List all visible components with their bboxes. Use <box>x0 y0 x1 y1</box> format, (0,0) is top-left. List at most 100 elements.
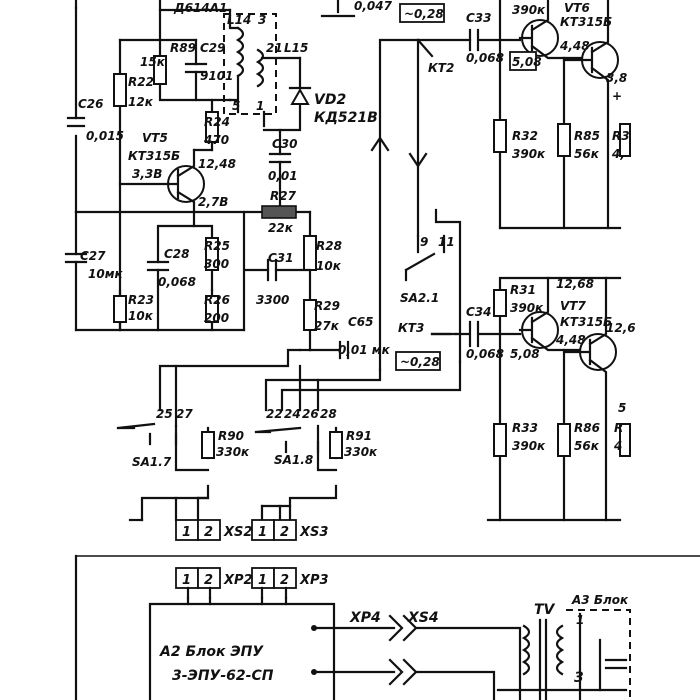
resistor-r90 <box>201 431 215 459</box>
label-r23-value: 10к <box>128 309 154 323</box>
label-pin27: 27 <box>176 407 193 421</box>
label-r90-value: 330к <box>216 445 250 459</box>
wire-bus-28 <box>298 364 320 412</box>
label-xp2: XP2 <box>223 573 253 588</box>
inductor-l14 <box>235 26 245 78</box>
label-l14: L14 <box>227 13 251 27</box>
resistor-r85 <box>557 123 571 157</box>
label-sa18: SA1.8 <box>274 453 313 467</box>
switch-sa17 <box>116 422 156 430</box>
label-vt6-type: КТ315Б <box>560 15 612 29</box>
wire <box>416 234 446 254</box>
label-c34: C34 <box>466 305 492 319</box>
label-c65: C65 <box>348 315 374 329</box>
label-r32-value: 390к <box>512 147 546 161</box>
label-xs2: XS2 <box>223 525 252 540</box>
wire <box>174 496 282 522</box>
label-vd2: VD2 <box>314 92 346 108</box>
label-pin25: 25 <box>156 407 173 421</box>
resistor-r32 <box>493 119 507 153</box>
label-l-pin5: 5 <box>232 99 240 113</box>
label-r3x-value: 4, <box>611 147 625 161</box>
label-r24: R24 <box>204 115 230 129</box>
label-vt5: VT5 <box>142 131 168 145</box>
capacitor-c34 <box>454 320 522 348</box>
label-r23: R23 <box>128 293 154 307</box>
wire <box>414 626 522 700</box>
label-tv-pin3: 3 <box>574 670 584 686</box>
label-r28: R28 <box>316 239 342 253</box>
label-c31-value: 3300 <box>256 293 289 307</box>
label-c26-value: 0,015 <box>86 129 124 143</box>
wire <box>316 424 338 472</box>
label-r32: R32 <box>512 129 538 143</box>
label-vt7-type: КТ315Б <box>560 315 612 329</box>
label-r33: R33 <box>512 421 538 435</box>
label-c65-value: 0,01 мк <box>338 343 391 357</box>
label-c27: C27 <box>80 249 106 263</box>
label-plus: + <box>612 89 622 103</box>
inductor-l15 <box>255 48 265 88</box>
label-c33-value: 0,068 <box>466 51 504 65</box>
label-r27: R27 <box>270 189 297 203</box>
label-xs2-pin1: 1 <box>182 525 191 540</box>
label-v38: 3,8 <box>606 71 627 85</box>
label-vt7-v448: 4,48 <box>555 333 586 347</box>
wire <box>228 8 240 30</box>
label-r89: R89 <box>170 41 196 55</box>
label-sa17: SA1.7 <box>132 455 172 469</box>
label-vt6: VT6 <box>564 1 590 15</box>
label-box-kt2 <box>399 3 445 23</box>
capacitor-c30 <box>268 152 292 164</box>
label-r26-value: 200 <box>204 311 229 325</box>
capacitor-c33 <box>468 28 522 52</box>
transistor-vt7-leads <box>518 276 582 352</box>
label-pin21: 21 <box>266 41 283 55</box>
transistor-vt5-leads <box>118 148 196 214</box>
label-r29: R29 <box>314 299 340 313</box>
label-l-pin1: 1 <box>256 99 264 113</box>
wire <box>158 0 232 12</box>
label-l15: L15 <box>284 41 308 55</box>
wire-bus-22 <box>264 368 382 412</box>
label-pin26: 26 <box>302 407 319 421</box>
resistor-r22 <box>113 73 127 107</box>
wire <box>416 38 472 58</box>
resistor-r33 <box>493 423 507 457</box>
wire <box>196 496 292 508</box>
label-vt6-v448: 4,48 <box>559 39 590 53</box>
label-r89-value: 15к <box>140 55 166 69</box>
label-r29-value: 27к <box>314 319 340 333</box>
wire <box>434 208 462 364</box>
switch-sa21 <box>404 252 436 282</box>
wire <box>186 586 288 600</box>
resistor-r3x <box>619 123 631 157</box>
label-r27-value: 22к <box>268 221 294 235</box>
diode-vd2 <box>290 87 310 105</box>
label-c28: C28 <box>164 247 190 261</box>
resistor-r27 <box>261 205 297 219</box>
label-vt7-emitter-v: 5,08 <box>510 347 540 361</box>
switch-sa18 <box>254 426 302 434</box>
label-vt5-base-v: 2,7В <box>198 195 228 209</box>
label-r22-value: 12к <box>128 95 154 109</box>
label-r90: R90 <box>218 429 244 443</box>
transistor-vt6b-leads <box>562 0 610 230</box>
label-r86: R86 <box>574 421 600 435</box>
resistor-r28 <box>303 235 317 271</box>
label-box-kt3 <box>395 351 441 371</box>
label-vd2-type: КД521В <box>314 110 378 126</box>
wire <box>284 440 320 454</box>
block-a2-frame <box>148 602 336 700</box>
resistor-r86 <box>557 423 571 457</box>
label-vt5-collector-v: 12,48 <box>198 157 236 171</box>
capacitor-c29 <box>184 62 208 74</box>
transformer-tv-secondary <box>555 624 565 676</box>
wire-bus-27 <box>158 348 302 412</box>
label-kt3: КТ3 <box>398 321 424 335</box>
label-c28-value: 0,068 <box>158 275 196 289</box>
label-r25: R25 <box>204 239 230 253</box>
voltage-box-508 <box>509 51 537 71</box>
label-tv: TV <box>534 602 556 618</box>
